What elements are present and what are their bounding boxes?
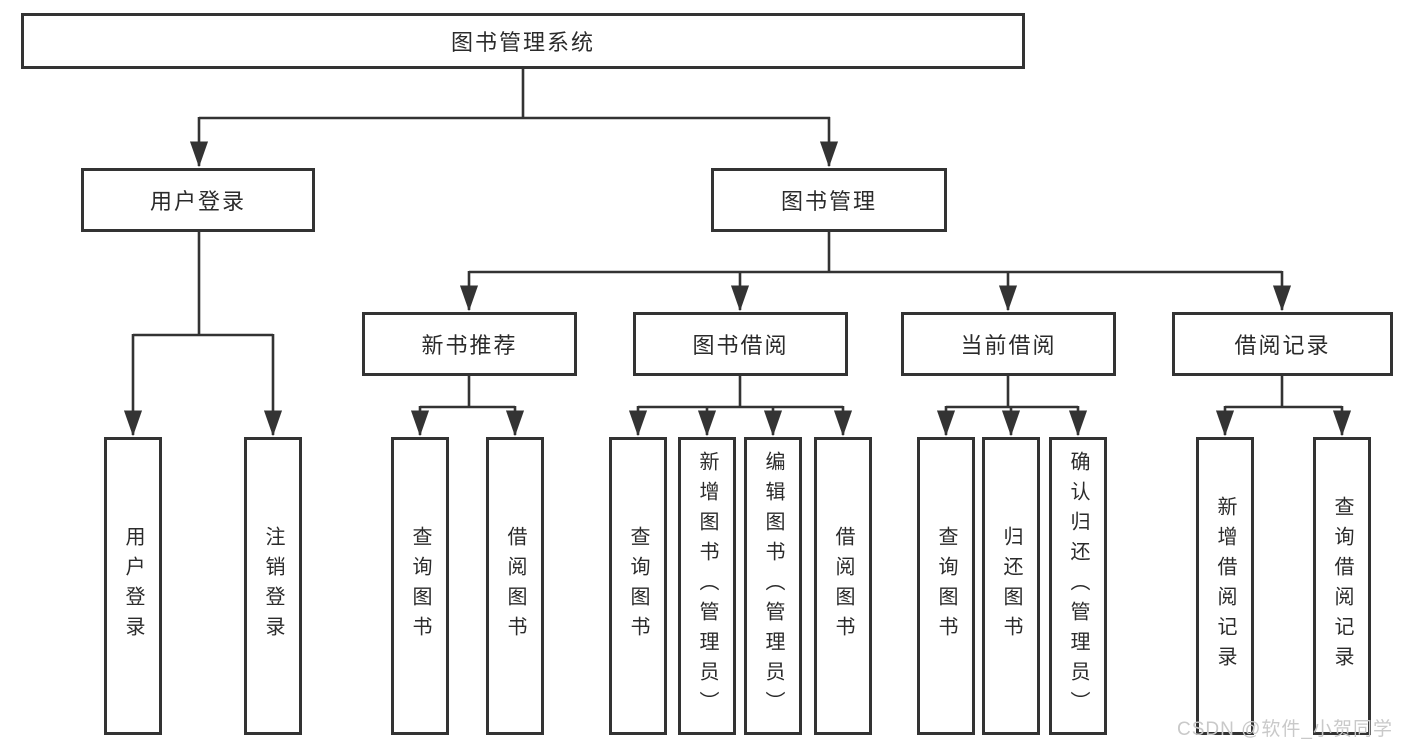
section-new-book-recommend: 新书推荐: [362, 312, 577, 376]
section-borrow-record: 借阅记录: [1172, 312, 1393, 376]
leaf-add-borrow-record: 新增借阅记录: [1196, 437, 1254, 735]
leaf-borrow-query-book: 查询图书: [609, 437, 667, 735]
leaf-edit-book-admin: 编辑图书（管理员）: [744, 437, 802, 735]
branch-book-management: 图书管理: [711, 168, 947, 232]
leaf-current-query-book: 查询图书: [917, 437, 975, 735]
leaf-query-borrow-record: 查询借阅记录: [1313, 437, 1371, 735]
branch-user-login: 用户登录: [81, 168, 315, 232]
leaf-return-book: 归还图书: [982, 437, 1040, 735]
section-current-borrow: 当前借阅: [901, 312, 1116, 376]
leaf-recommend-borrow-book: 借阅图书: [486, 437, 544, 735]
root-node-library-system: 图书管理系统: [21, 13, 1025, 69]
leaf-add-book-admin: 新增图书（管理员）: [678, 437, 736, 735]
leaf-recommend-query-book: 查询图书: [391, 437, 449, 735]
leaf-confirm-return-admin: 确认归还（管理员）: [1049, 437, 1107, 735]
section-book-borrow: 图书借阅: [633, 312, 848, 376]
leaf-borrow-book: 借阅图书: [814, 437, 872, 735]
leaf-logout: 注销登录: [244, 437, 302, 735]
leaf-user-login: 用户登录: [104, 437, 162, 735]
